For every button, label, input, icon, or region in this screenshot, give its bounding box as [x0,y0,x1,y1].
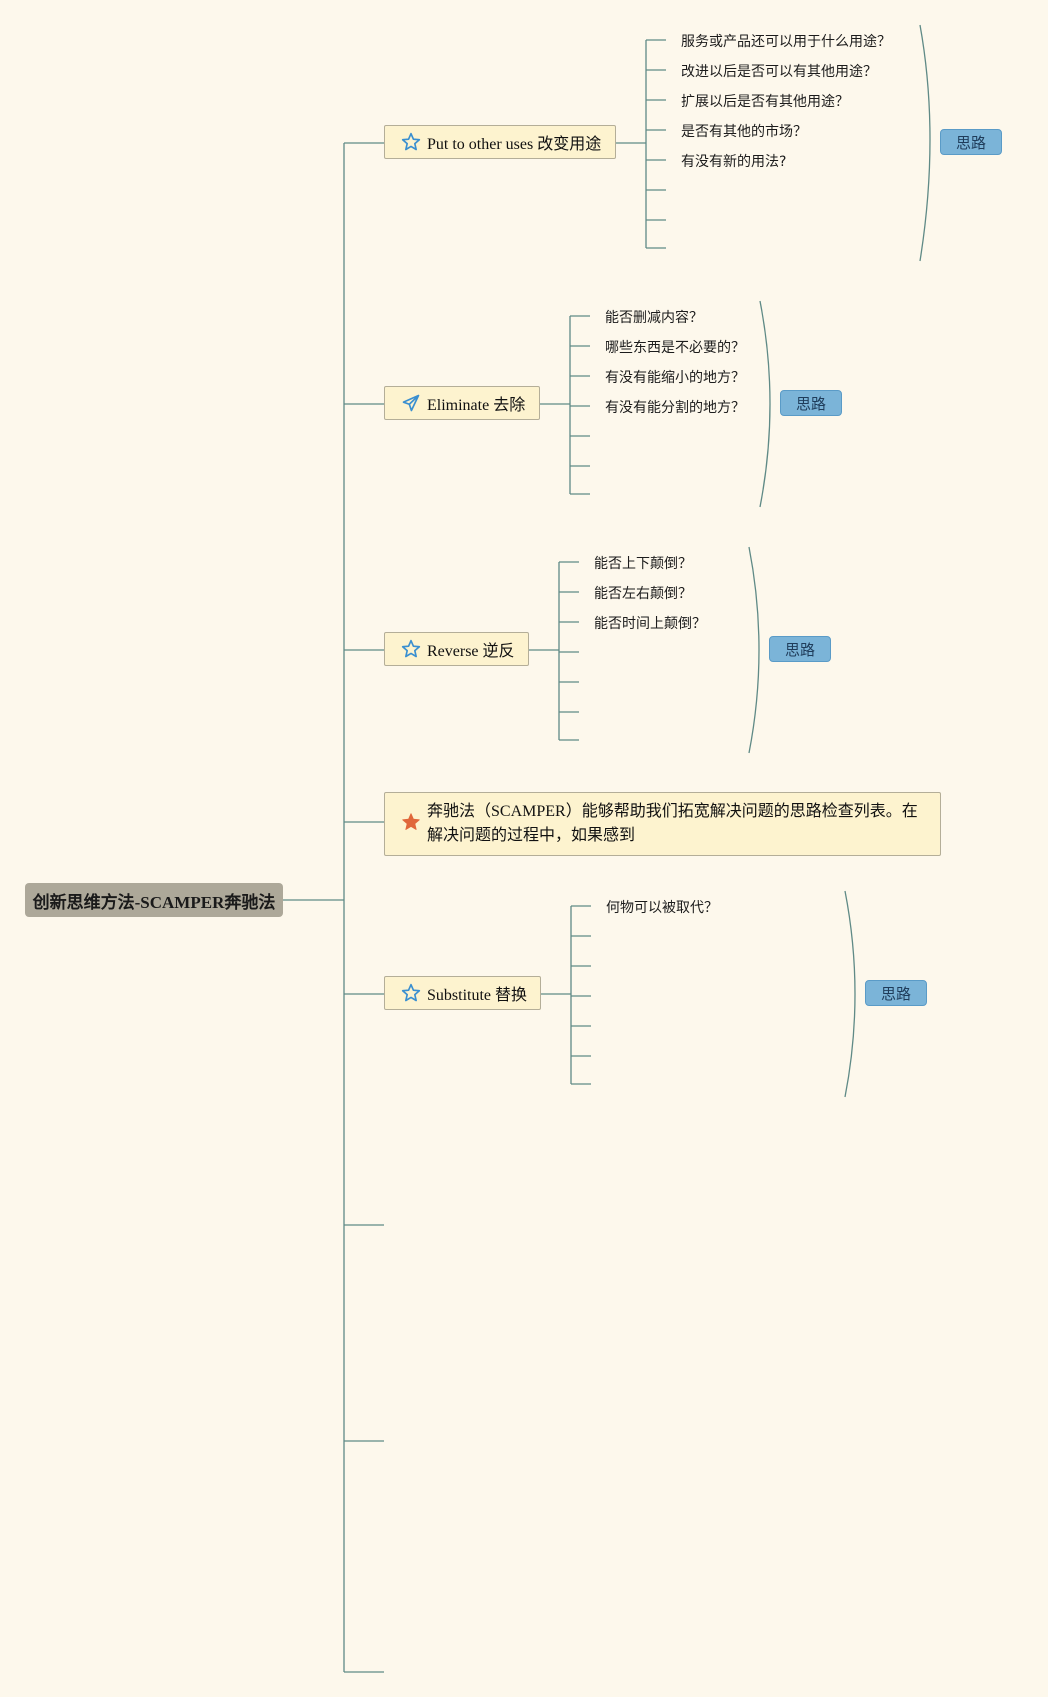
subtopic-item[interactable]: 是否有其他的市场？ [681,124,807,140]
subtopic-item[interactable]: 扩展以后是否有其他用途？ [681,94,849,110]
topic-put-to-other-uses[interactable]: Put to other uses 改变用途 [384,125,616,159]
topic-substitute[interactable]: Substitute 替换 [384,976,541,1010]
topic-eliminate[interactable]: Eliminate 去除 [384,386,540,420]
subtopic-item[interactable]: 能否删减内容？ [605,310,703,326]
topic-note[interactable]: 奔驰法（SCAMPER）能够帮助我们拓宽解决问题的思路检查列表。在解决问题的过程… [384,792,941,856]
summary-label: 思路 [880,984,911,1003]
summary-label: 思路 [784,640,815,659]
subtopic-item[interactable]: 有没有新的用法? [681,154,787,170]
topic-label: Eliminate 去除 [427,397,526,414]
summary-label: 思路 [955,133,986,152]
topic-reverse[interactable]: Reverse 逆反 [384,632,529,666]
star-outline-icon [401,132,421,151]
summary-pill[interactable]: 思路 [940,129,1002,155]
root-label: 创新思维方法-SCAMPER奔驰法 [32,892,276,912]
root-topic[interactable]: 创新思维方法-SCAMPER奔驰法 [25,883,283,917]
topic-label: Reverse 逆反 [427,643,515,660]
subtopic-item[interactable]: 能否上下颠倒？ [594,556,692,572]
subtopic-item[interactable]: 有没有能缩小的地方？ [605,370,745,386]
summary-pill[interactable]: 思路 [769,636,831,662]
subtopic-item[interactable]: 何物可以被取代？ [606,900,718,916]
subtopic-item[interactable]: 能否时间上颠倒？ [594,616,706,632]
note-text: 奔驰法（SCAMPER）能够帮助我们拓宽解决问题的思路检查列表。在解决问题的过程… [427,803,918,844]
star-outline-icon [401,639,421,658]
star-filled-icon [402,813,420,830]
star-outline-icon [401,983,421,1002]
subtopic-item[interactable]: 有没有能分割的地方？ [605,400,745,416]
subtopic-item[interactable]: 服务或产品还可以用于什么用途？ [681,34,891,50]
subtopic-item[interactable]: 改进以后是否可以有其他用途？ [681,64,877,80]
subtopic-item[interactable]: 能否左右颠倒？ [594,586,692,602]
paper-plane-icon [402,394,420,412]
topic-label: Put to other uses 改变用途 [427,136,602,153]
topic-label: Substitute 替换 [427,987,528,1004]
summary-label: 思路 [795,394,826,413]
summary-pill[interactable]: 思路 [780,390,842,416]
subtopic-item[interactable]: 哪些东西是不必要的？ [605,340,745,356]
summary-pill[interactable]: 思路 [865,980,927,1006]
